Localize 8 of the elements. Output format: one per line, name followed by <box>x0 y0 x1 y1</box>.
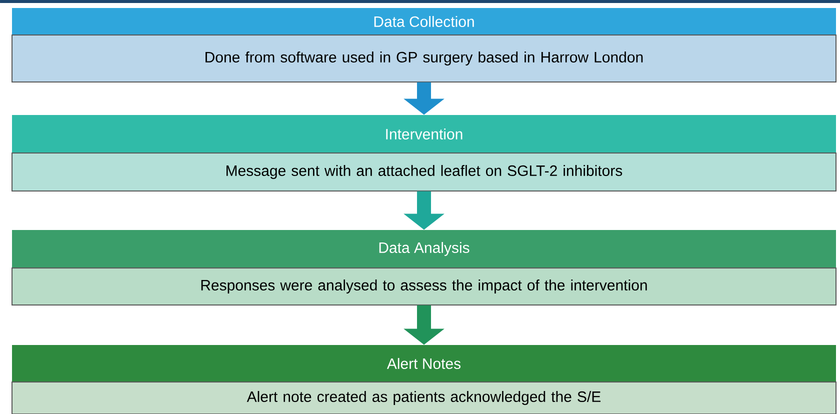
stage-box: Data Analysis Responses were analysed to assess the impact of the intervention <box>12 230 836 306</box>
stage-box: Data Collection Done from software used in GP surgery based in Harrow London <box>12 8 836 82</box>
node-label: Responses were analysed to assess the impact of the intervention <box>201 280 647 294</box>
stage-box: Intervention Message sent with an attached leaflet on SGLT-2 inhibitors <box>12 115 836 192</box>
node-label: Alert note created as patients acknowledged the S/E <box>246 391 600 405</box>
node-label: Data Collection <box>374 16 474 27</box>
node-label: Message sent with an attached leaflet on SGLT-2 inhibitors <box>226 165 622 179</box>
stage-box: Alert Notes Alert note created as patients acknowledged the S/E <box>12 345 836 414</box>
